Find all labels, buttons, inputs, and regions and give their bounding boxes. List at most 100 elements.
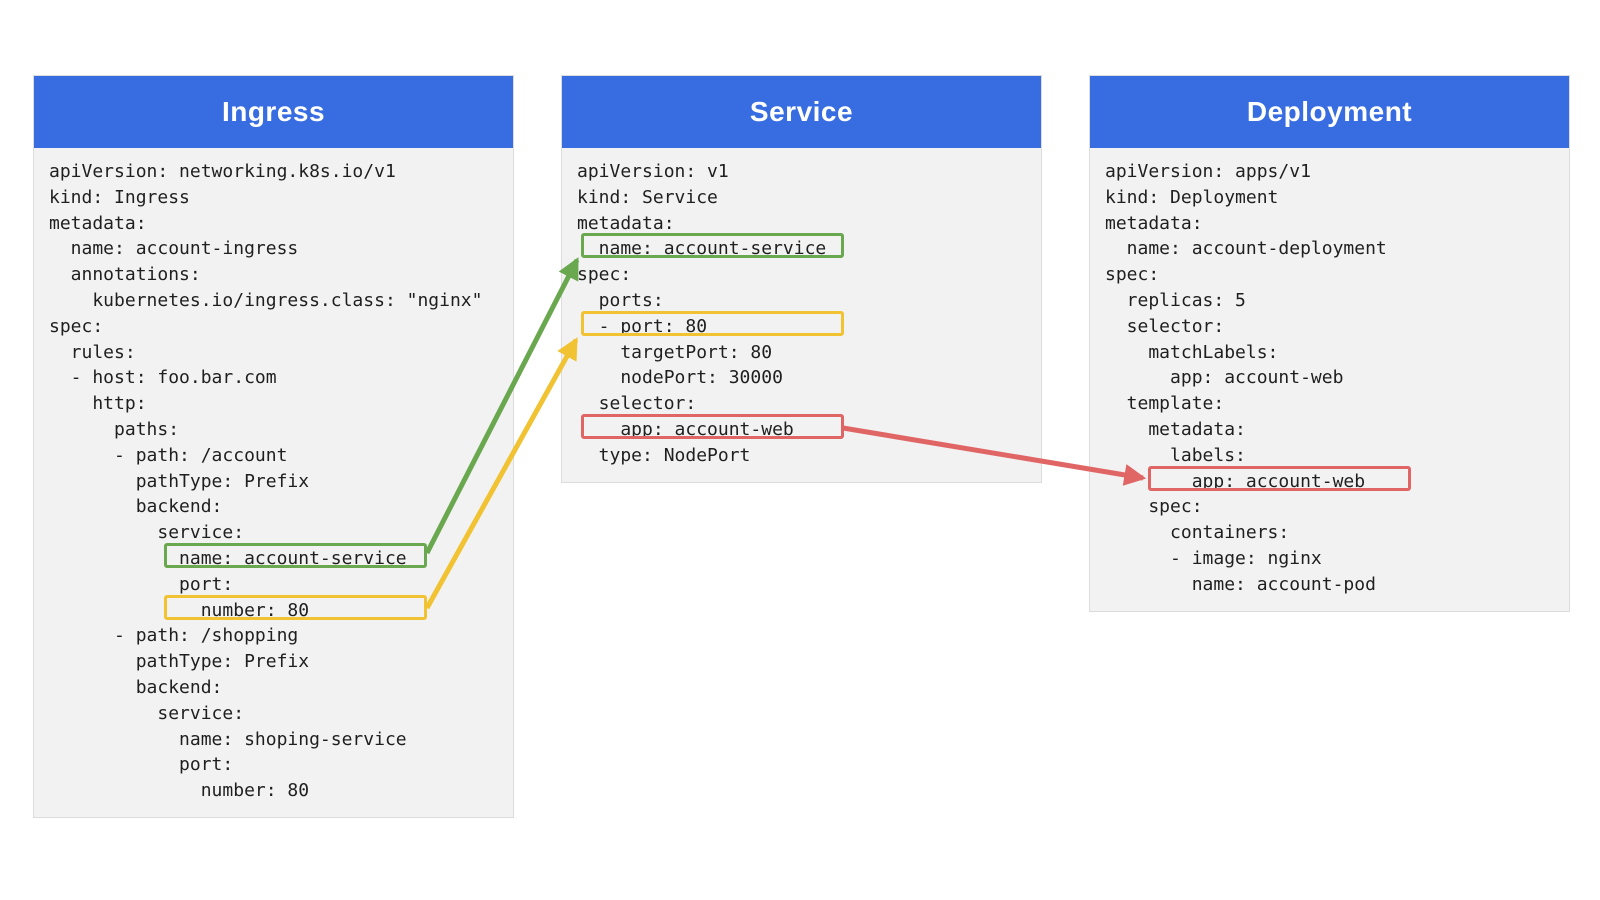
yaml-line: metadata: [577, 211, 1029, 237]
yaml-line: ports: [577, 288, 1029, 314]
yaml-line: metadata: [1105, 211, 1557, 237]
yaml-line: - host: foo.bar.com [49, 365, 501, 391]
yaml-line: http: [49, 391, 501, 417]
yaml-line: name: account-service [49, 542, 501, 572]
yaml-line-text: app: account-web [577, 418, 794, 440]
yaml-line: name: shoping-service [49, 727, 501, 753]
panel-service-header: Service [562, 76, 1041, 148]
panel-service-yaml: apiVersion: v1 kind: Service metadata: nam… [562, 148, 1041, 482]
yaml-line: spec: [49, 314, 501, 340]
yaml-line: metadata: [49, 211, 501, 237]
panel-service-title: Service [749, 96, 854, 127]
yaml-line-text: metadata: [49, 212, 147, 234]
panel-deployment-title: Deployment [1246, 96, 1413, 127]
panel-ingress: Ingress apiVersion: networking.k8s.io/v1… [33, 75, 514, 818]
panel-ingress-header: Ingress [34, 76, 513, 148]
yaml-line: - image: nginx [1105, 546, 1557, 572]
yaml-line-text: name: account-pod [1105, 573, 1376, 595]
yaml-line-text: kind: Service [577, 186, 718, 208]
yaml-line-text: name: account-deployment [1105, 238, 1387, 260]
yaml-line: number: 80 [49, 778, 501, 804]
yaml-line: metadata: [1105, 417, 1557, 443]
yaml-line: name: account-ingress [49, 236, 501, 262]
yaml-line-text: apiVersion: v1 [577, 161, 729, 182]
yaml-line-text: apiVersion: networking.k8s.io/v1 [49, 161, 396, 182]
yaml-line: kind: Ingress [49, 185, 501, 211]
yaml-line-text: paths: [49, 418, 180, 440]
yaml-line: name: account-deployment [1105, 236, 1557, 262]
yaml-line-text: metadata: [1105, 418, 1246, 440]
yaml-line-text: pathType: Prefix [49, 651, 310, 673]
yaml-line: selector: [577, 391, 1029, 417]
panel-ingress-title: Ingress [221, 96, 326, 127]
yaml-line: apiVersion: networking.k8s.io/v1 [49, 159, 501, 185]
yaml-line-text: replicas: 5 [1105, 289, 1246, 311]
yaml-line-text: backend: [49, 496, 223, 518]
yaml-line-text: containers: [1105, 522, 1290, 544]
yaml-line-text: rules: [49, 341, 136, 363]
yaml-line: containers: [1105, 520, 1557, 546]
yaml-line: service: [49, 701, 501, 727]
yaml-line-text: - port: 80 [577, 315, 708, 337]
yaml-line: port: [49, 572, 501, 598]
yaml-line: targetPort: 80 [577, 340, 1029, 366]
yaml-line-text: pathType: Prefix [49, 470, 310, 492]
yaml-line-text: name: account-service [577, 238, 827, 260]
yaml-line-text: spec: [577, 264, 632, 286]
yaml-line-text: - host: foo.bar.com [49, 367, 277, 389]
panel-service: Service apiVersion: v1 kind: Service metad… [561, 75, 1042, 483]
yaml-line: apiVersion: v1 [577, 159, 1029, 185]
yaml-line-text: selector: [1105, 315, 1225, 337]
yaml-line: kind: Service [577, 185, 1029, 211]
yaml-line-text: kubernetes.io/ingress.class: "nginx" [49, 289, 483, 311]
yaml-line: spec: [1105, 262, 1557, 288]
yaml-line: labels: [1105, 443, 1557, 469]
yaml-line-text: template: [1105, 393, 1225, 415]
yaml-line: matchLabels: [1105, 340, 1557, 366]
yaml-line: pathType: Prefix [49, 469, 501, 495]
yaml-line: backend: [49, 494, 501, 520]
yaml-line-text: number: 80 [49, 599, 310, 621]
yaml-line-text: metadata: [1105, 212, 1203, 234]
yaml-line: - port: 80 [577, 310, 1029, 340]
yaml-line-text: type: NodePort [577, 444, 751, 466]
yaml-line-text: spec: [49, 315, 104, 337]
yaml-line-text: number: 80 [49, 780, 310, 802]
panel-ingress-yaml: apiVersion: networking.k8s.io/v1 kind: In… [34, 148, 513, 817]
yaml-line-text: kind: Deployment [1105, 186, 1279, 208]
yaml-line: spec: [577, 262, 1029, 288]
yaml-line-text: spec: [1105, 264, 1160, 286]
yaml-line: name: account-pod [1105, 572, 1557, 598]
yaml-line-text: nodePort: 30000 [577, 367, 783, 389]
yaml-line: annotations: [49, 262, 501, 288]
yaml-line-text: selector: [577, 393, 697, 415]
yaml-line-text: - path: /account [49, 444, 288, 466]
yaml-line: app: account-web [1105, 465, 1557, 495]
yaml-line: replicas: 5 [1105, 288, 1557, 314]
yaml-line: nodePort: 30000 [577, 365, 1029, 391]
yaml-line-text: apiVersion: apps/v1 [1105, 161, 1311, 182]
yaml-line-text: matchLabels: [1105, 341, 1279, 363]
yaml-line-text: targetPort: 80 [577, 341, 773, 363]
yaml-line: apiVersion: apps/v1 [1105, 159, 1557, 185]
yaml-line: app: account-web [577, 413, 1029, 443]
yaml-line-text: http: [49, 393, 147, 415]
panel-deployment: Deployment apiVersion: apps/v1 kind: Depl… [1089, 75, 1570, 612]
yaml-line: kubernetes.io/ingress.class: "nginx" [49, 288, 501, 314]
yaml-line-text: - image: nginx [1105, 547, 1322, 569]
yaml-line-text: port: [49, 573, 234, 595]
yaml-line-text: backend: [49, 676, 223, 698]
panel-deployment-header: Deployment [1090, 76, 1569, 148]
yaml-line: number: 80 [49, 594, 501, 624]
yaml-line-text: spec: [1105, 496, 1203, 518]
yaml-line: port: [49, 752, 501, 778]
yaml-line-text: ports: [577, 289, 664, 311]
yaml-line-text: app: account-web [1105, 367, 1344, 389]
yaml-line: service: [49, 520, 501, 546]
yaml-line-text: annotations: [49, 264, 201, 286]
yaml-line-text: metadata: [577, 212, 675, 234]
yaml-line: app: account-web [1105, 365, 1557, 391]
yaml-line-text: name: account-ingress [49, 238, 299, 260]
yaml-line: template: [1105, 391, 1557, 417]
